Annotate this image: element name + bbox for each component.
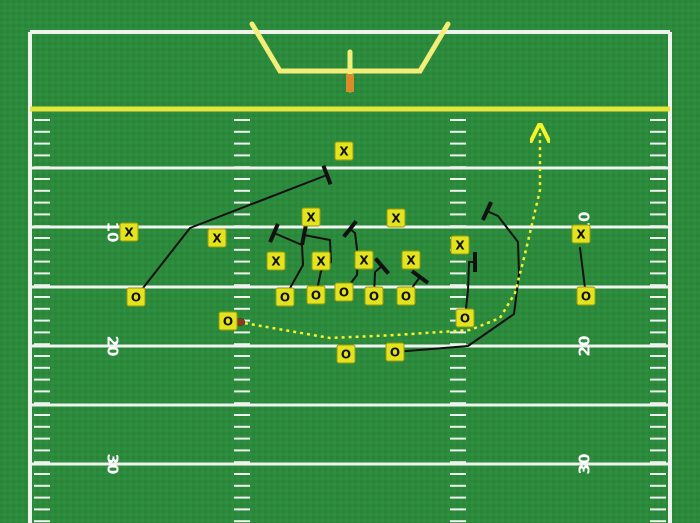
- defender-marker-label: X: [306, 211, 316, 225]
- defender-marker: X: [401, 250, 421, 270]
- defender-marker: X: [119, 222, 139, 242]
- offense-player-marker: O: [334, 282, 354, 302]
- offense-player-marker: O: [275, 287, 295, 307]
- offense-player-marker: O: [336, 344, 356, 364]
- defender-marker-label: X: [406, 254, 416, 268]
- offense-player-marker: O: [385, 342, 405, 362]
- defender-marker-label: X: [124, 226, 134, 240]
- defender-marker: X: [301, 207, 321, 227]
- defender-marker-label: X: [359, 254, 369, 268]
- yard-number-right-30: 30: [576, 454, 594, 475]
- offense-player-marker: O: [306, 285, 326, 305]
- defender-marker-label: X: [391, 212, 401, 226]
- route-running-back: [394, 201, 520, 353]
- defender-marker-label: X: [455, 239, 465, 253]
- block-guard-1: [268, 223, 304, 298]
- defender-marker: X: [311, 251, 331, 271]
- defender-marker-label: X: [576, 228, 586, 242]
- ball-path: [237, 133, 540, 340]
- yard-number-left-10: 10: [104, 222, 122, 243]
- offense-player-marker-label: O: [311, 289, 321, 303]
- defender-marker: X: [207, 228, 227, 248]
- offense-players: O O O O O O O O O O O: [126, 282, 596, 364]
- defender-marker: X: [334, 141, 354, 161]
- offense-player-marker: O: [396, 286, 416, 306]
- ball-carrier-marker-label: O: [223, 315, 233, 329]
- offense-player-marker: O: [576, 286, 596, 306]
- defender-marker: X: [354, 250, 374, 270]
- goalpost-base: [346, 74, 354, 92]
- offense-player-marker: O: [455, 308, 475, 328]
- offense-player-marker-label: O: [341, 348, 351, 362]
- defender-marker-label: X: [316, 255, 326, 269]
- defender-marker: X: [450, 235, 470, 255]
- offense-player-marker-label: O: [369, 290, 379, 304]
- defender-marker: X: [571, 224, 591, 244]
- offense-player-marker-label: O: [401, 290, 411, 304]
- offense-player-marker-label: O: [390, 346, 400, 360]
- block-guard-2: [300, 224, 332, 296]
- defender-marker: X: [386, 208, 406, 228]
- hash-marks: [34, 119, 666, 523]
- yard-number-right-20: 20: [576, 336, 594, 357]
- offense-player-marker-label: O: [460, 312, 470, 326]
- route-left-receiver: [135, 164, 333, 298]
- offense-player-marker: O: [364, 286, 384, 306]
- yard-number-left-20: 20: [104, 336, 122, 357]
- offense-player-marker-label: O: [131, 291, 141, 305]
- defender-marker-label: X: [212, 232, 222, 246]
- offense-player-marker-label: O: [280, 291, 290, 305]
- yard-number-left-30: 30: [104, 454, 122, 475]
- offense-player-marker: O: [126, 287, 146, 307]
- defender-marker-label: X: [271, 255, 281, 269]
- block-slot: [464, 252, 477, 319]
- defender-marker: X: [266, 251, 286, 271]
- sidelines: [28, 30, 672, 523]
- offense-player-marker-label: O: [339, 286, 349, 300]
- offense-player-marker-label: O: [581, 290, 591, 304]
- defender-marker-label: X: [339, 145, 349, 159]
- defense-players: X X X X X X X X X X X: [119, 141, 591, 271]
- ball-carrier-marker: O: [218, 311, 238, 331]
